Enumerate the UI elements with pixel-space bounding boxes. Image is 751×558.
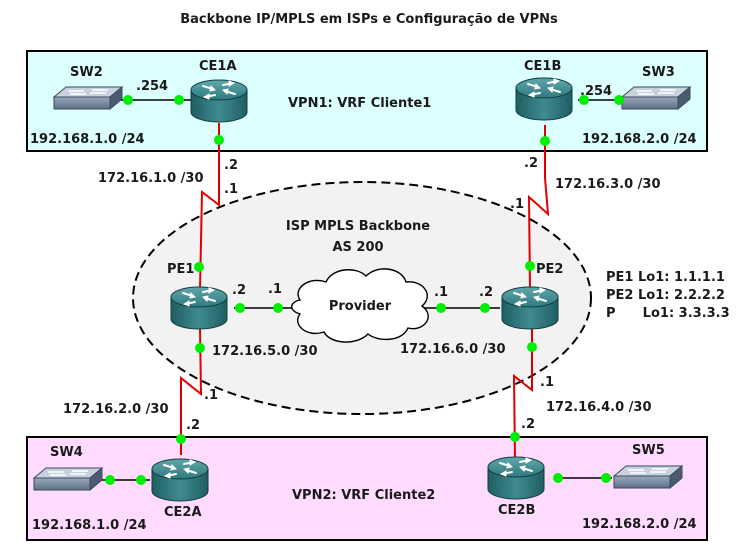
provider-cloud [291, 268, 429, 343]
pe1-p-net: 172.16.5.0 /30 [212, 344, 318, 359]
ce2b-label: CE2B [498, 503, 535, 518]
switch-sw4-icon[interactable] [33, 467, 103, 491]
pe1-wan-ip-up: .1 [224, 182, 238, 197]
router-ce2a-icon[interactable] [151, 458, 209, 502]
p-pe2-ip-pe: .2 [479, 285, 493, 300]
router-pe2-icon[interactable] [501, 286, 559, 330]
sw4-label: SW4 [50, 445, 83, 460]
backbone-as: AS 200 [332, 240, 383, 255]
sw2-label: SW2 [70, 65, 103, 80]
vpn1-area [26, 50, 708, 152]
router-ce1a-icon[interactable] [190, 79, 248, 123]
pe2-wan-ip-down: .1 [540, 375, 554, 390]
p-pe2-net: 172.16.6.0 /30 [400, 342, 506, 357]
vpn1-label: VPN1: VRF Cliente1 [288, 96, 431, 111]
ce1a-label: CE1A [199, 59, 237, 74]
vpn2-lan-left: 192.168.1.0 /24 [32, 518, 147, 533]
switch-sw2-icon[interactable] [53, 86, 123, 110]
ce2b-pe2-net: 172.16.4.0 /30 [546, 400, 652, 415]
loopback-pe2: PE2 Lo1: 2.2.2.2 [606, 288, 725, 303]
provider-label: Provider [329, 299, 392, 314]
ce1b-label: CE1B [524, 59, 561, 74]
serial-pe1-ce2a [180, 327, 203, 455]
vpn2-area [26, 436, 708, 541]
serial-links [180, 123, 550, 461]
serial-ce1b-pe2 [527, 125, 550, 291]
diagram-title: Backbone IP/MPLS em ISPs e Configuração … [180, 12, 558, 27]
ce1b-wan-ip: .2 [524, 156, 538, 171]
pe1-p-ip-p: .1 [268, 282, 282, 297]
loopback-p: P Lo1: 3.3.3.3 [606, 306, 730, 321]
vpn2-lan-right: 192.168.2.0 /24 [582, 517, 697, 532]
pe2-label: PE2 [536, 262, 563, 277]
serial-ce1a-pe1 [199, 123, 220, 291]
pe1-p-ip-pe: .2 [232, 283, 246, 298]
backbone-title: ISP MPLS Backbone [286, 219, 430, 234]
sw5-label: SW5 [632, 443, 665, 458]
serial-pe2-ce2b [512, 328, 533, 461]
router-ce1b-icon[interactable] [515, 77, 573, 121]
ce1a-pe1-net: 172.16.1.0 /30 [98, 171, 204, 186]
ce1a-wan-ip: .2 [224, 158, 238, 173]
vpn1-lan-right: 192.168.2.0 /24 [582, 132, 697, 147]
port-dots [105, 95, 624, 485]
ce1b-pe2-net: 172.16.3.0 /30 [555, 177, 661, 192]
ce2a-pe1-net: 172.16.2.0 /30 [63, 402, 169, 417]
switch-sw3-icon[interactable] [621, 86, 691, 110]
ce2a-wan-ip: .2 [186, 418, 200, 433]
vpn1-lan-left: 192.168.1.0 /24 [30, 132, 145, 147]
router-pe1-icon[interactable] [170, 286, 228, 330]
sw2-ip-label: .254 [136, 79, 168, 94]
switch-sw5-icon[interactable] [613, 465, 683, 489]
ce2a-label: CE2A [164, 505, 202, 520]
loopback-pe1: PE1 Lo1: 1.1.1.1 [606, 270, 725, 285]
pe1-label: PE1 [167, 262, 194, 277]
sw3-label: SW3 [642, 65, 675, 80]
sw3-ip-label: .254 [580, 84, 612, 99]
ce2b-wan-ip: .2 [521, 417, 535, 432]
pe2-wan-ip-up: .1 [510, 197, 524, 212]
p-pe2-ip-p: .1 [434, 285, 448, 300]
vpn2-label: VPN2: VRF Cliente2 [292, 488, 435, 503]
router-ce2b-icon[interactable] [487, 456, 545, 500]
pe1-wan-ip-down: .1 [204, 388, 218, 403]
